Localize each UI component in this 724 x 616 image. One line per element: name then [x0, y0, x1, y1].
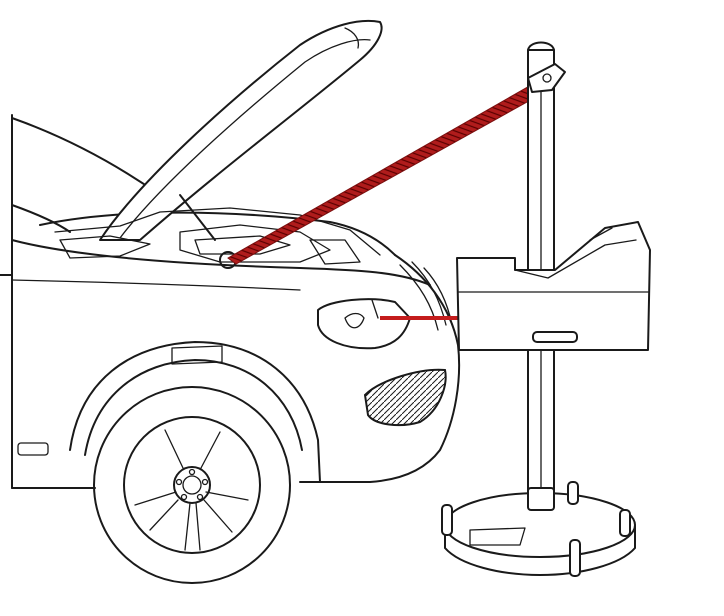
open-hood — [99, 19, 383, 241]
left-frame-line — [0, 114, 13, 489]
car-body — [11, 117, 461, 489]
headlight — [317, 298, 411, 350]
engine-bay — [54, 207, 381, 269]
headlight-aimer — [441, 41, 651, 577]
front-wheel — [69, 341, 321, 584]
fog-grille — [363, 368, 447, 427]
